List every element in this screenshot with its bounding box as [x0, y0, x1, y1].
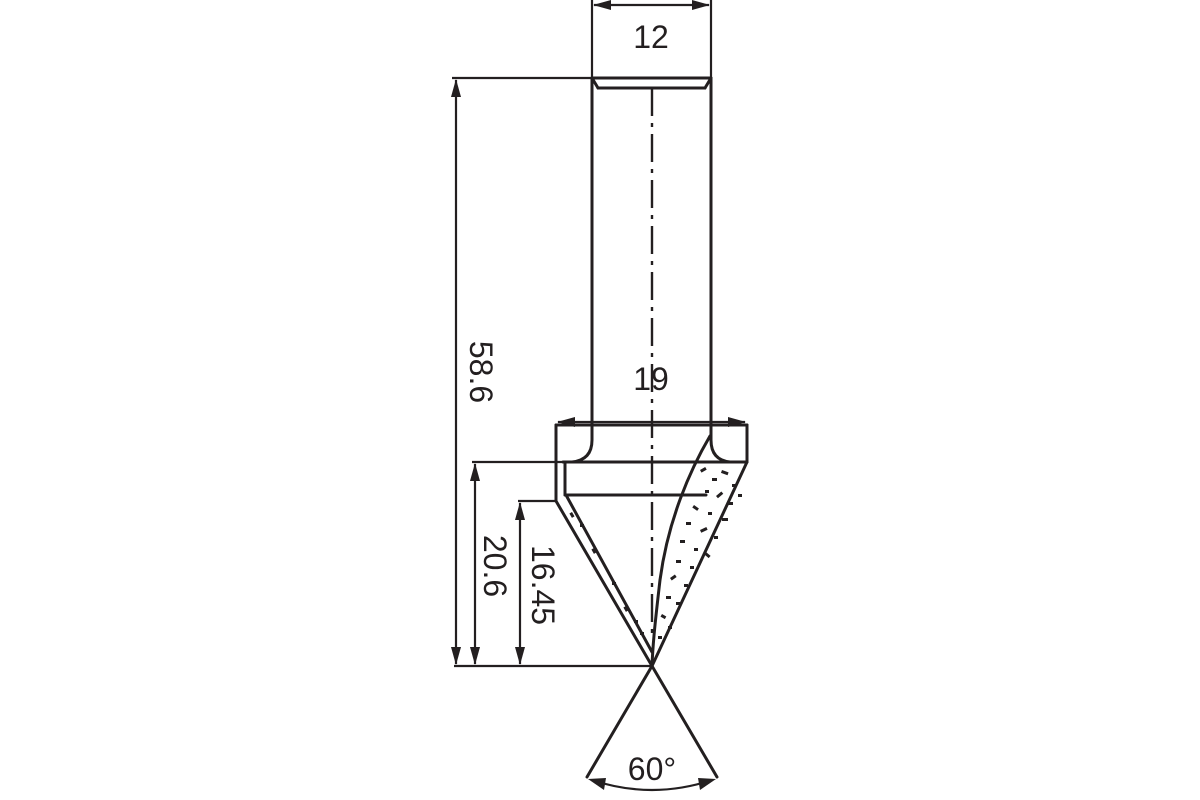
shank-diameter-dimension: [590, 0, 713, 78]
carbide-texture: [569, 467, 742, 639]
cutting-height-dimension: [470, 460, 563, 665]
angle-dimension: [585, 664, 719, 792]
cutting-height-label: 20.6: [477, 535, 513, 597]
angle-arrow-left: [588, 778, 606, 790]
flute-height-label: 16.45: [525, 545, 561, 625]
shank-diameter-label: 12: [633, 19, 669, 55]
flute-height-dimension: [515, 499, 556, 665]
angle-arrow-right: [698, 778, 716, 790]
shank: [590, 76, 713, 424]
cutter-diameter-label: 19: [633, 361, 669, 397]
cutter-diameter-dimension: [557, 417, 746, 427]
cutter-body: [554, 420, 749, 668]
angle-label: 60°: [628, 751, 676, 787]
total-length-label: 58.6: [463, 341, 499, 403]
total-length-dimension: [451, 76, 592, 665]
